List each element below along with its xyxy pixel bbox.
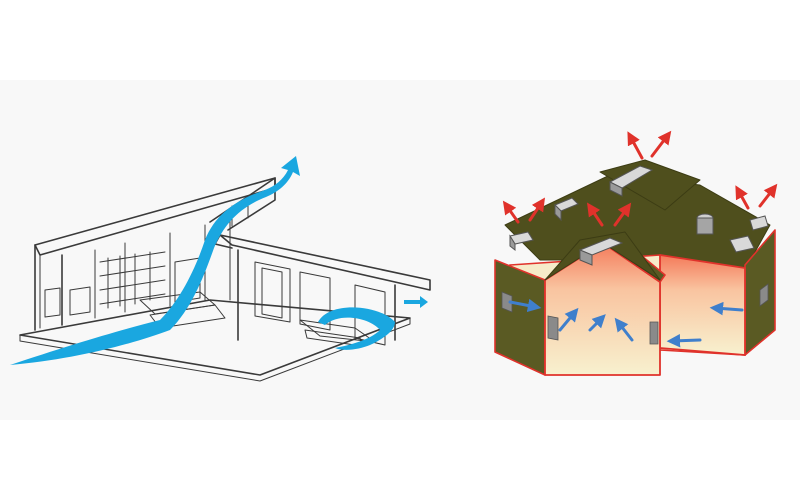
stack-effect-diagram — [494, 130, 778, 376]
cool-air-arrows — [508, 298, 744, 348]
airflow-right-loop — [318, 307, 395, 350]
cross-ventilation-diagram — [10, 156, 431, 382]
hot-air-arrows — [502, 130, 778, 227]
roof-vents — [509, 165, 769, 266]
wall-windows — [501, 283, 769, 345]
airflow-arrows — [10, 156, 428, 365]
airflow-exit-arrow — [404, 296, 428, 308]
airflow-main-stream — [10, 156, 300, 365]
